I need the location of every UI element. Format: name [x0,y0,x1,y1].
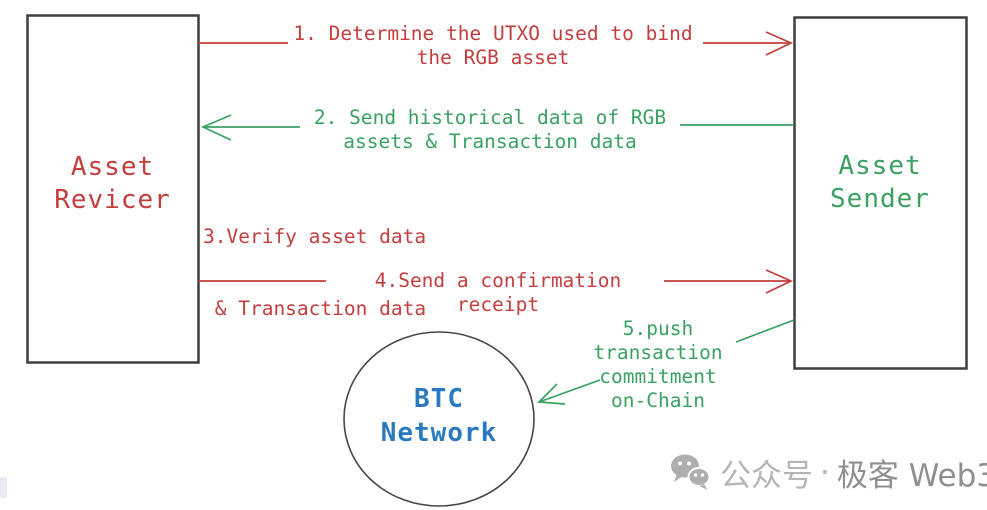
btc-network-label-line1: BTC [414,384,464,414]
step3-text-line2: & Transaction data [203,297,427,320]
watermark-platform: 公众号 [720,458,813,494]
asset-receiver-box [26,14,200,364]
step2-text-line1: 2. Send historical data of RGB [313,106,667,129]
watermark: 公众号 · 极客 Web3 [670,450,987,495]
step3-text-line1: 3.Verify asset data [203,225,427,248]
asset-sender-label: Asset Sender [794,150,966,216]
btc-network-label-line2: Network [380,418,498,448]
step4-text: 4.Send a confirmation receipt [328,269,668,317]
asset-receiver-label: Asset Revicer [27,151,198,217]
watermark-account: 极客 Web3 [836,458,987,494]
step3-text: 3.Verify asset data & Transaction data [203,177,426,369]
asset-receiver-label-line1: Asset [70,152,155,182]
step5-text-line2: transaction [593,341,723,364]
step5-arrowhead [537,383,566,405]
step2-text: 2. Send historical data of RGB assets & … [290,106,690,154]
asset-sender-label-line2: Sender [830,184,930,214]
btc-network-label: BTC Network [344,382,534,450]
step5-arrow-line-upper [735,319,795,343]
step5-text-line3: commitment [599,365,717,388]
step2-text-line2: assets & Transaction data [343,130,637,153]
asset-sender-label-line1: Asset [838,151,922,181]
step1-text: 1. Determine the UTXO used to bind the R… [293,22,693,70]
step1-arrowhead [765,31,794,56]
step4-arrowhead [765,269,794,294]
asset-sender-box [793,16,968,370]
watermark-separator: · [820,454,830,491]
step1-text-line2: the RGB asset [416,46,570,69]
step5-text-line1: 5.push [622,317,694,340]
asset-receiver-label-line2: Revicer [54,185,171,215]
btc-network-circle [343,331,535,507]
step1-text-line1: 1. Determine the UTXO used to bind [293,22,693,45]
wechat-icon [671,454,711,490]
step5-text-line4: on-Chain [611,389,705,412]
step5-arrow-line-lower [538,379,601,403]
step2-arrowhead [200,114,232,141]
step5-text: 5.push transaction commitment on-Chain [573,317,743,413]
left-edge-artifact [0,477,7,498]
step4-text-line1: 4.Send a confirmation receipt [374,269,622,316]
